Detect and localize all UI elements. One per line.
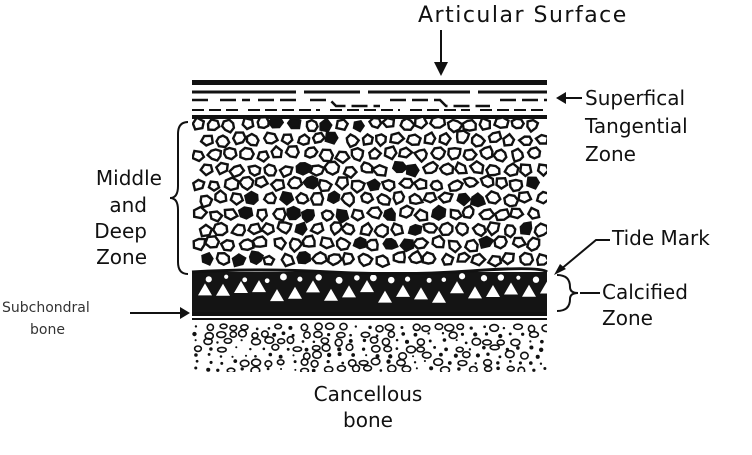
middle-deep-brace	[169, 121, 189, 275]
calcified-zone-label-line-2: Zone	[602, 306, 653, 330]
tide-mark-label: Tide Mark	[612, 226, 710, 250]
cancellous-bone-texture	[192, 322, 547, 372]
superficial-zone-arrow	[556, 92, 582, 104]
tide-mark-line	[191, 267, 548, 276]
cancellous-bone-label-line-2: bone	[343, 408, 393, 432]
tide-mark-leader	[554, 239, 610, 275]
superficial-zone-layer	[192, 80, 547, 119]
articular-surface-arrow	[434, 30, 448, 76]
articular-surface-label: Articular Surface	[418, 3, 628, 28]
middle-deep-label-line-3: Deep	[94, 219, 147, 243]
middle-deep-zone-cells	[192, 118, 547, 269]
calcified-zone-label-line-1: Calcified	[602, 280, 688, 304]
superficial-zone-label-line-2: Tangential	[585, 114, 688, 138]
middle-deep-label-line-4: Zone	[96, 245, 147, 269]
cancellous-bone-label-line-1: Cancellous	[313, 382, 423, 406]
subchondral-arrow	[130, 307, 190, 319]
superficial-zone-label-line-1: Superfical	[585, 86, 685, 110]
subchondral-label-line-2: bone	[30, 322, 65, 338]
subchondral-label-line-1: Subchondral	[2, 300, 90, 316]
subchondral-plate	[192, 312, 547, 320]
superficial-zone-label-line-3: Zone	[585, 142, 636, 166]
middle-deep-label-line-1: Middle	[95, 166, 162, 190]
middle-deep-label-line-2: and	[109, 193, 147, 217]
calcified-zone-brace	[556, 274, 600, 312]
calcified-zone-cells	[198, 273, 547, 303]
